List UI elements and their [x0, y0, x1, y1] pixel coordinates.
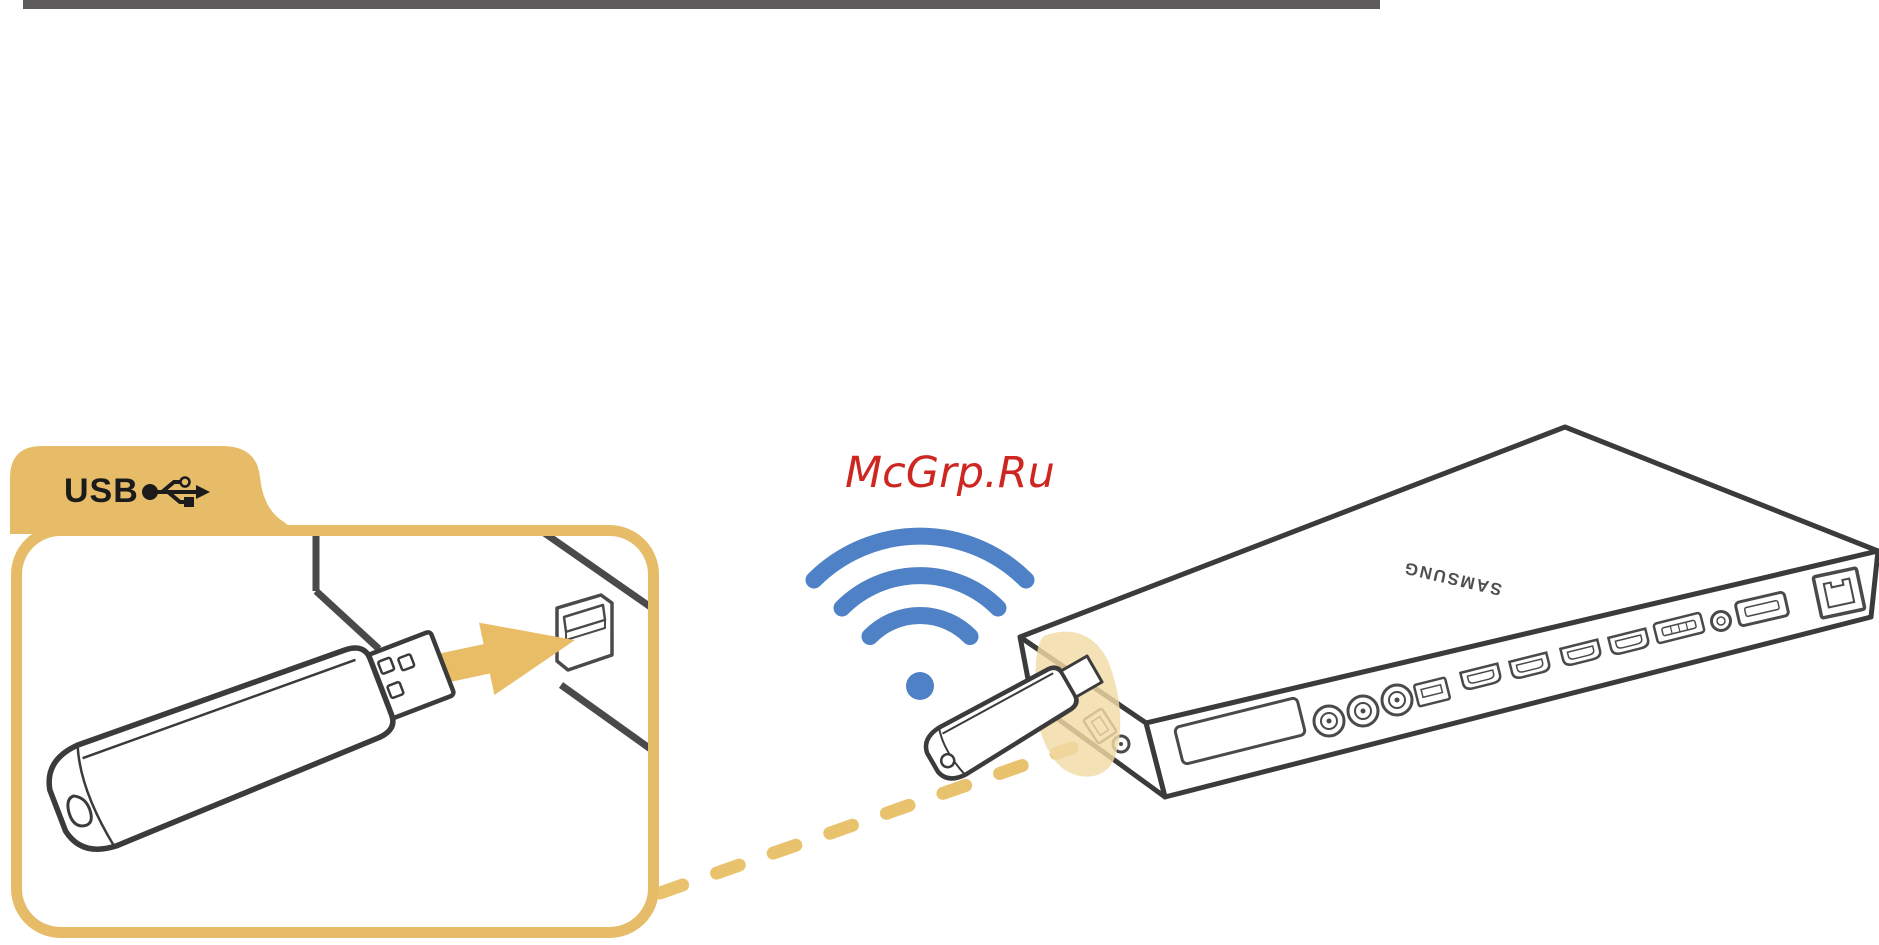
- displayport: [1652, 611, 1706, 645]
- antenna-in: [1380, 683, 1414, 717]
- device-body: [1017, 424, 1879, 800]
- antenna-in: [1312, 704, 1346, 738]
- one-connect-port: [1734, 590, 1790, 628]
- hdmi-port: [1558, 638, 1602, 666]
- ethernet-port: [1811, 566, 1867, 620]
- usb-port-drawing: [555, 593, 614, 672]
- antenna-in: [1346, 694, 1380, 728]
- device-ports: [1173, 566, 1867, 766]
- inserted-usb-adapter: [923, 654, 1104, 781]
- watermark-text: McGrp.Ru: [845, 448, 1055, 498]
- callout-tab-label: USB: [64, 472, 139, 510]
- callout-link-dashed-line: [653, 741, 1079, 900]
- audio-jack: [1710, 610, 1732, 632]
- callout-scene: [46, 536, 648, 852]
- usb-port: [1412, 676, 1452, 708]
- page-top-rule: [23, 0, 1380, 9]
- hdmi-port: [1507, 651, 1551, 679]
- hdmi-port: [1606, 627, 1650, 655]
- one-connect-box: [923, 424, 1879, 800]
- usb-trident-icon: [142, 476, 210, 507]
- panel-label: [1173, 696, 1307, 766]
- tv-panel-edge-lines: [312, 536, 648, 753]
- hdmi-port: [1458, 662, 1502, 690]
- wifi-signal-icon: [805, 527, 1035, 700]
- usb-wireless-adapter-drawing: [46, 630, 456, 852]
